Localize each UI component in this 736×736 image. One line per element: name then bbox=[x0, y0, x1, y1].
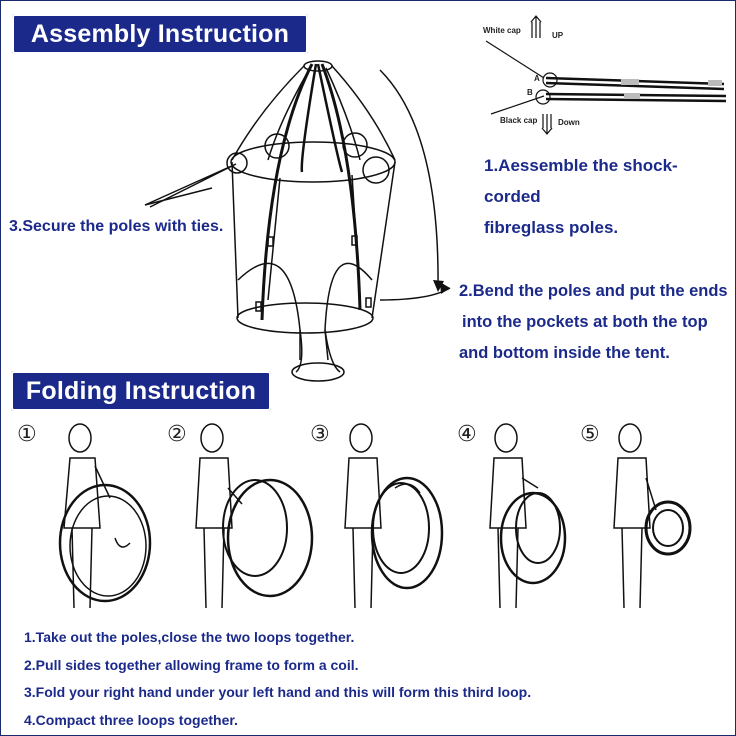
white-cap-label: White cap bbox=[483, 26, 521, 35]
assembly-step-2: 2.Bend the poles and put the ends into t… bbox=[459, 276, 735, 369]
fold-marker-3: ③ bbox=[310, 422, 330, 447]
folding-step-4: 4.Compact three loops together. bbox=[24, 711, 238, 728]
assembly-step-1-line-1: 1.Aessemble the shock-corded bbox=[484, 156, 678, 206]
folding-figure-4 bbox=[489, 423, 567, 609]
folding-step-3: 3.Fold your right hand under your left h… bbox=[24, 684, 532, 700]
folding-step-2: 2.Pull sides together allowing frame to … bbox=[24, 656, 359, 673]
folding-instruction-banner: Folding Instruction bbox=[11, 371, 271, 411]
assembly-step-2-line-1: 2.Bend the poles and put the ends bbox=[459, 282, 728, 300]
fold-marker-5: ⑤ bbox=[580, 422, 600, 447]
pole-b-label: B bbox=[527, 88, 533, 97]
down-label: Down bbox=[558, 118, 580, 127]
folding-figure-2 bbox=[195, 423, 314, 609]
fold-marker-4: ④ bbox=[457, 422, 477, 447]
folding-figure-3 bbox=[344, 423, 444, 609]
folding-figure-1 bbox=[58, 423, 152, 609]
folding-step-1: 1.Take out the poles,close the two loops… bbox=[24, 629, 355, 645]
assembly-step-2-line-3: and bottom inside the tent. bbox=[459, 344, 670, 362]
folding-figure-5 bbox=[613, 423, 692, 609]
assembly-step-1: 1.Aessemble the shock-corded fibreglass … bbox=[484, 150, 734, 243]
tent-assembly-diagram bbox=[144, 60, 451, 382]
pole-cap-diagram bbox=[485, 15, 727, 135]
assembly-step-2-line-2: into the pockets at both the top bbox=[462, 313, 708, 331]
black-cap-label: Black cap bbox=[500, 116, 538, 125]
assembly-instruction-banner: Assembly Instruction bbox=[12, 14, 308, 54]
folding-steps-list: 1.Take out the poles,close the two loops… bbox=[24, 624, 724, 734]
up-label: UP bbox=[552, 31, 564, 40]
fold-marker-1: ① bbox=[17, 422, 37, 447]
assembly-step-1-line-2: fibreglass poles. bbox=[484, 218, 619, 237]
assembly-step-3: 3.Secure the poles with ties. bbox=[9, 218, 224, 235]
fold-marker-2: ② bbox=[167, 422, 187, 447]
pole-a-label: A bbox=[534, 74, 540, 83]
